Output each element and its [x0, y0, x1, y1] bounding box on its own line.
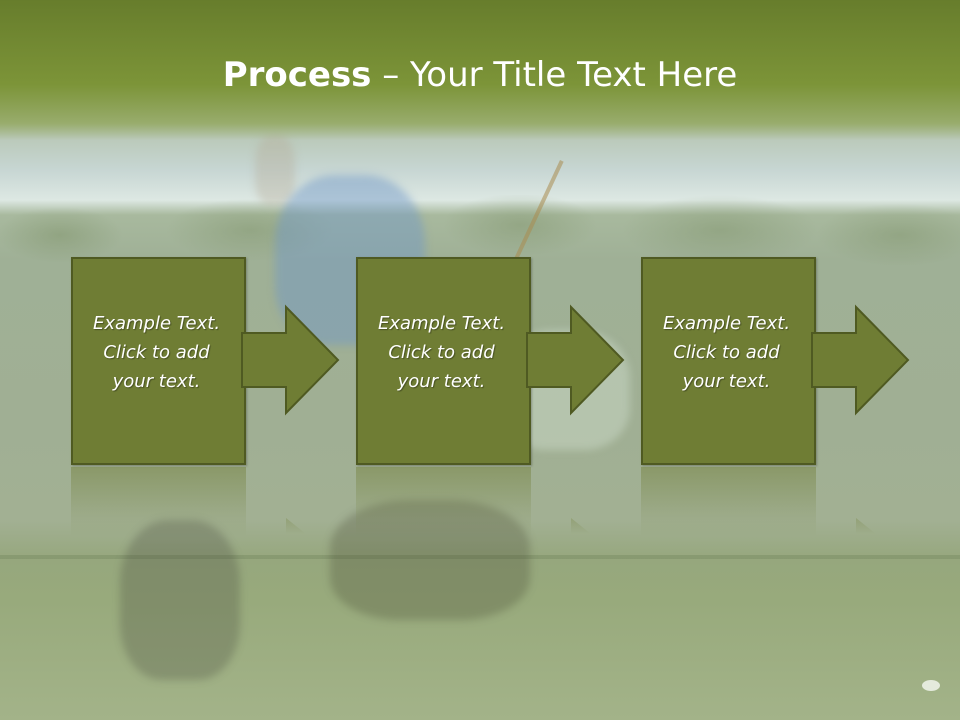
arrow-right-icon	[811, 304, 910, 416]
process-step-line: Click to add	[388, 342, 495, 363]
process-step-line: Example Text.	[662, 313, 791, 334]
background-player-arm	[255, 135, 295, 205]
process-step-line: your text.	[682, 371, 771, 392]
slide-title-bold: Process	[222, 55, 372, 95]
process-step-line: Click to add	[103, 342, 210, 363]
title-band	[0, 0, 960, 140]
process-step-line: your text.	[397, 371, 486, 392]
background-horse-body	[330, 500, 530, 620]
step-reflection	[641, 467, 816, 537]
background-field-line	[0, 555, 960, 559]
background-polo-ball	[922, 680, 940, 691]
arrow-right-icon	[241, 304, 340, 416]
slide-title-rest: – Your Title Text Here	[371, 55, 738, 95]
slide-title[interactable]: Process – Your Title Text Here	[0, 50, 960, 100]
process-step-line: Click to add	[673, 342, 780, 363]
process-step-line: Example Text.	[377, 313, 506, 334]
process-step-line: your text.	[112, 371, 201, 392]
background-horse-legs	[120, 520, 240, 680]
process-step-text[interactable]: Example Text. Click to add your text.	[641, 309, 812, 396]
process-step-line: Example Text.	[92, 313, 221, 334]
process-step-1[interactable]: Example Text. Click to add your text.	[71, 257, 246, 465]
arrow-right-icon	[526, 304, 625, 416]
process-step-text[interactable]: Example Text. Click to add your text.	[71, 309, 242, 396]
step-reflection	[356, 467, 531, 537]
process-step-3[interactable]: Example Text. Click to add your text.	[641, 257, 816, 465]
process-step-box[interactable]	[356, 257, 531, 465]
process-step-2[interactable]: Example Text. Click to add your text.	[356, 257, 531, 465]
process-step-text[interactable]: Example Text. Click to add your text.	[356, 309, 527, 396]
step-reflection	[71, 467, 246, 537]
